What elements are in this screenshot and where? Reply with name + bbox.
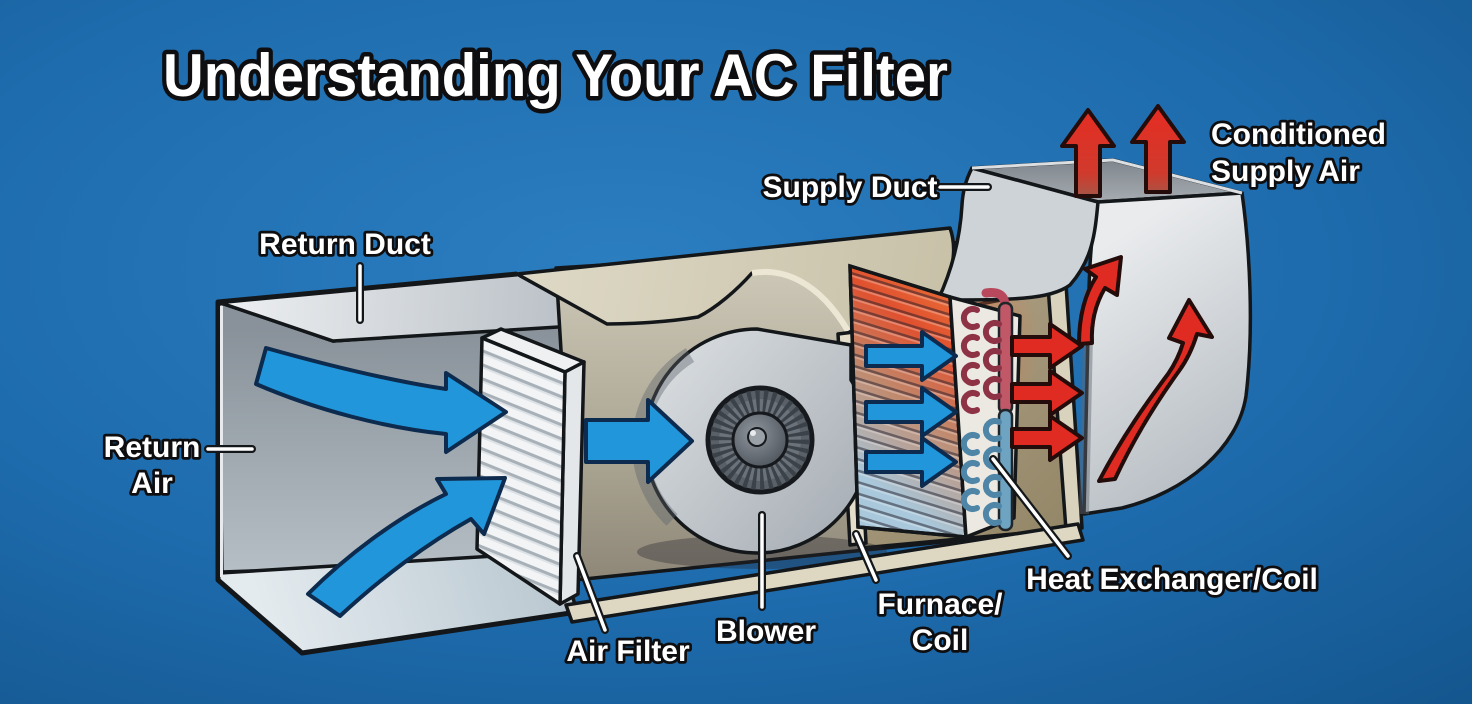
- page-title: Understanding Your AC Filter: [163, 42, 948, 109]
- label-return-duct: Return Duct: [259, 228, 431, 261]
- label-return-air-line2: Air: [131, 467, 173, 500]
- outlet-arrow-2: [1130, 104, 1186, 194]
- coil-out-arrow-3: [1010, 414, 1084, 462]
- label-conditioned-supply-air-line2: Supply Air: [1211, 155, 1360, 188]
- label-blower: Blower: [716, 615, 816, 648]
- label-return-air-line1: Return: [104, 431, 201, 464]
- return-air-arrows: [254, 330, 958, 618]
- coil-out-arrow-1: [1010, 322, 1084, 370]
- leader-lines: [204, 183, 1072, 634]
- filter-to-blower-arrow: [584, 398, 694, 484]
- return-air-arrow-upper: [254, 346, 508, 454]
- outlet-arrow-1: [1060, 108, 1116, 198]
- air-filter-shape: [475, 327, 586, 606]
- coil-in-arrow-1: [864, 330, 958, 382]
- elbow-arrow-small: [1077, 255, 1123, 346]
- supply-air-arrows: [1010, 104, 1214, 483]
- label-furnace-coil-line1: Furnace/: [877, 588, 1003, 621]
- blower-shape: [631, 327, 871, 555]
- coil-in-arrow-2: [864, 386, 958, 438]
- label-heat-exchanger-coil: Heat Exchanger/Coil: [1026, 563, 1318, 596]
- elbow-arrow-large: [1097, 298, 1214, 483]
- label-furnace-coil-line2: Coil: [912, 624, 969, 657]
- label-conditioned-supply-air-line1: Conditioned: [1211, 118, 1386, 151]
- return-air-arrow-lower: [306, 476, 507, 618]
- blower-fan-blades: [710, 390, 810, 490]
- label-supply-duct: Supply Duct: [762, 171, 937, 204]
- coil-out-arrow-2: [1010, 369, 1084, 417]
- label-air-filter: Air Filter: [566, 635, 690, 668]
- coil-in-arrow-3: [864, 436, 958, 488]
